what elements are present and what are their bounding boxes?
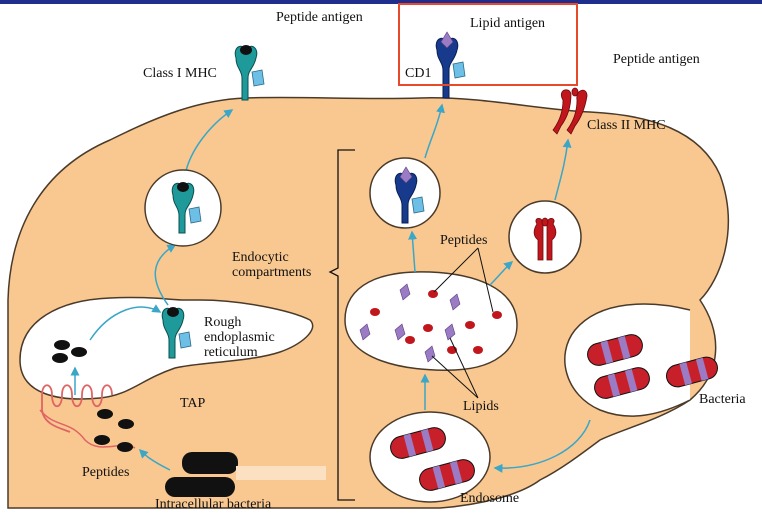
phagocytic-cup [564, 303, 691, 417]
label-class-ii-mhc: Class II MHC [587, 118, 666, 133]
label-bacteria: Bacteria [699, 392, 746, 407]
lipids-pointer [431, 337, 479, 399]
top-border [0, 0, 762, 4]
arrow-compartment-cd1 [408, 230, 418, 273]
endocytic-bracket [328, 149, 355, 501]
class-ii-vesicle [508, 200, 582, 274]
cytosolic-peptides [94, 409, 134, 452]
label-peptides-center: Peptides [440, 233, 488, 248]
peptides-pointer [433, 247, 494, 313]
class-ii-vesicle-molecule [533, 217, 557, 261]
arrow-cd1-surface [424, 103, 445, 159]
label-peptides-left: Peptides [82, 465, 130, 480]
cd1-vesicle-molecule [394, 166, 425, 224]
label-cd1: CD1 [405, 66, 432, 81]
cd1-highlight-box [398, 3, 578, 86]
arrow-er-vesicle [154, 244, 177, 306]
arrow-er-mhc [89, 304, 162, 341]
arrow-compartment-classii [489, 261, 514, 286]
cd1-surface [435, 31, 466, 99]
label-endocytic-compartments: Endocytic compartments [232, 250, 312, 280]
label-tap: TAP [180, 396, 206, 411]
endocytic-compartment [344, 271, 518, 371]
compartment-peptides [370, 290, 502, 354]
label-lipids: Lipids [463, 399, 499, 414]
label-endosome: Endosome [460, 491, 520, 506]
class-i-mhc-er [161, 307, 192, 359]
tap-transporter [41, 384, 113, 433]
blur-strip [236, 466, 326, 480]
label-rough-er: Rough endoplasmic reticulum [204, 315, 275, 360]
external-bacteria [587, 334, 718, 399]
compartment-lipids [359, 283, 461, 363]
rough-er [19, 296, 314, 400]
arrow-classii-surface [554, 138, 572, 201]
label-lipid-antigen: Lipid antigen [470, 16, 546, 31]
intracellular-bacteria-shape [165, 452, 238, 497]
class-ii-surface [552, 87, 588, 135]
arrow-bacteria-endosome [493, 419, 591, 473]
label-intracellular-bacteria: Intracellular bacteria [155, 497, 272, 512]
class-i-mhc-vesicle [171, 182, 202, 234]
arrow-bacteria-peptides [138, 448, 171, 471]
label-class-i-mhc: Class I MHC [143, 66, 217, 81]
label-peptide-antigen-right: Peptide antigen [613, 52, 700, 67]
endosome-bacteria [390, 427, 475, 491]
arrow-vesicle-surface [184, 109, 234, 176]
er-peptides [52, 340, 87, 363]
label-peptide-antigen-left: Peptide antigen [276, 10, 363, 25]
class-i-mhc-surface [234, 45, 265, 101]
